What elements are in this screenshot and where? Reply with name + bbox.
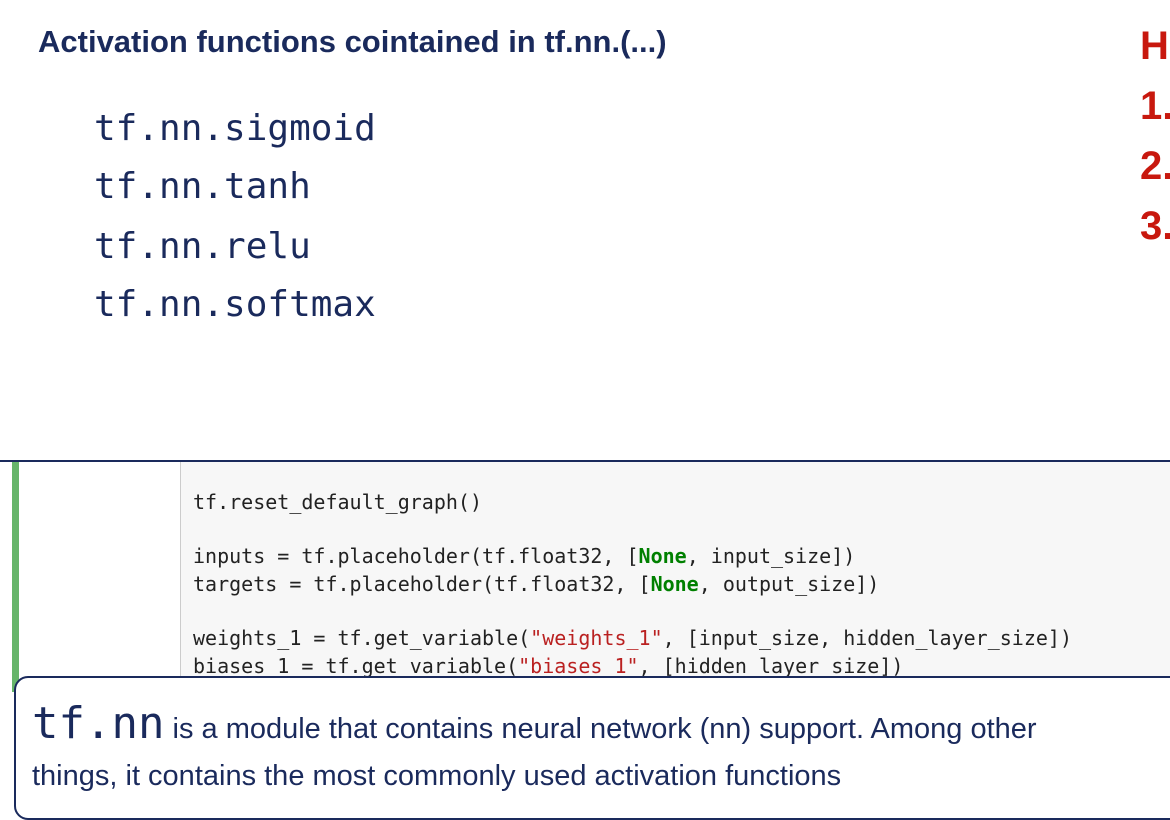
code-line: weights_1 = tf.get_variable("weights_1",… xyxy=(193,626,1072,650)
side-item: 3. xyxy=(1140,204,1170,248)
function-item: tf.nn.tanh xyxy=(94,166,311,207)
string: "biases_1" xyxy=(518,654,639,678)
callout-text: is a module that contains neural network… xyxy=(164,713,1037,745)
notebook-area xyxy=(0,460,1170,682)
string: "weights_1" xyxy=(530,626,663,650)
function-item: tf.nn.sigmoid xyxy=(94,108,376,149)
cell-selection-bar xyxy=(12,462,19,692)
code-text: weights_1 = tf.get_variable( xyxy=(193,626,531,650)
callout-line: tf.nn is a module that contains neural n… xyxy=(32,698,1037,749)
keyword: None xyxy=(638,544,687,568)
function-item: tf.nn.relu xyxy=(94,226,311,267)
code-text: , [input_size, hidden_layer_size]) xyxy=(662,626,1073,650)
code-text: , output_size]) xyxy=(698,572,880,596)
code-cell[interactable]: tf.reset_default_graph() inputs = tf.pla… xyxy=(180,462,1170,692)
code-text: biases_1 = tf.get_variable( xyxy=(193,654,519,678)
side-item: 1. xyxy=(1140,84,1170,128)
code-line: targets = tf.placeholder(tf.float32, [No… xyxy=(193,572,879,596)
code-text: inputs = tf.placeholder(tf.float32, [ xyxy=(193,544,639,568)
keyword: None xyxy=(650,572,699,596)
code-text: , input_size]) xyxy=(686,544,856,568)
explanation-callout: tf.nn is a module that contains neural n… xyxy=(14,676,1170,820)
code-line: tf.reset_default_graph() xyxy=(193,490,482,514)
function-item: tf.nn.softmax xyxy=(94,284,376,325)
slide-title: Activation functions cointained in tf.nn… xyxy=(38,24,667,59)
callout-term: tf.nn xyxy=(32,698,165,749)
code-line: inputs = tf.placeholder(tf.float32, [Non… xyxy=(193,544,855,568)
side-item: 2. xyxy=(1140,144,1170,188)
code-text: targets = tf.placeholder(tf.float32, [ xyxy=(193,572,651,596)
code-line: biases_1 = tf.get_variable("biases_1", [… xyxy=(193,654,903,678)
callout-line: things, it contains the most commonly us… xyxy=(32,760,842,792)
side-heading: H xyxy=(1140,24,1169,68)
code-text: , [hidden_layer_size]) xyxy=(638,654,904,678)
